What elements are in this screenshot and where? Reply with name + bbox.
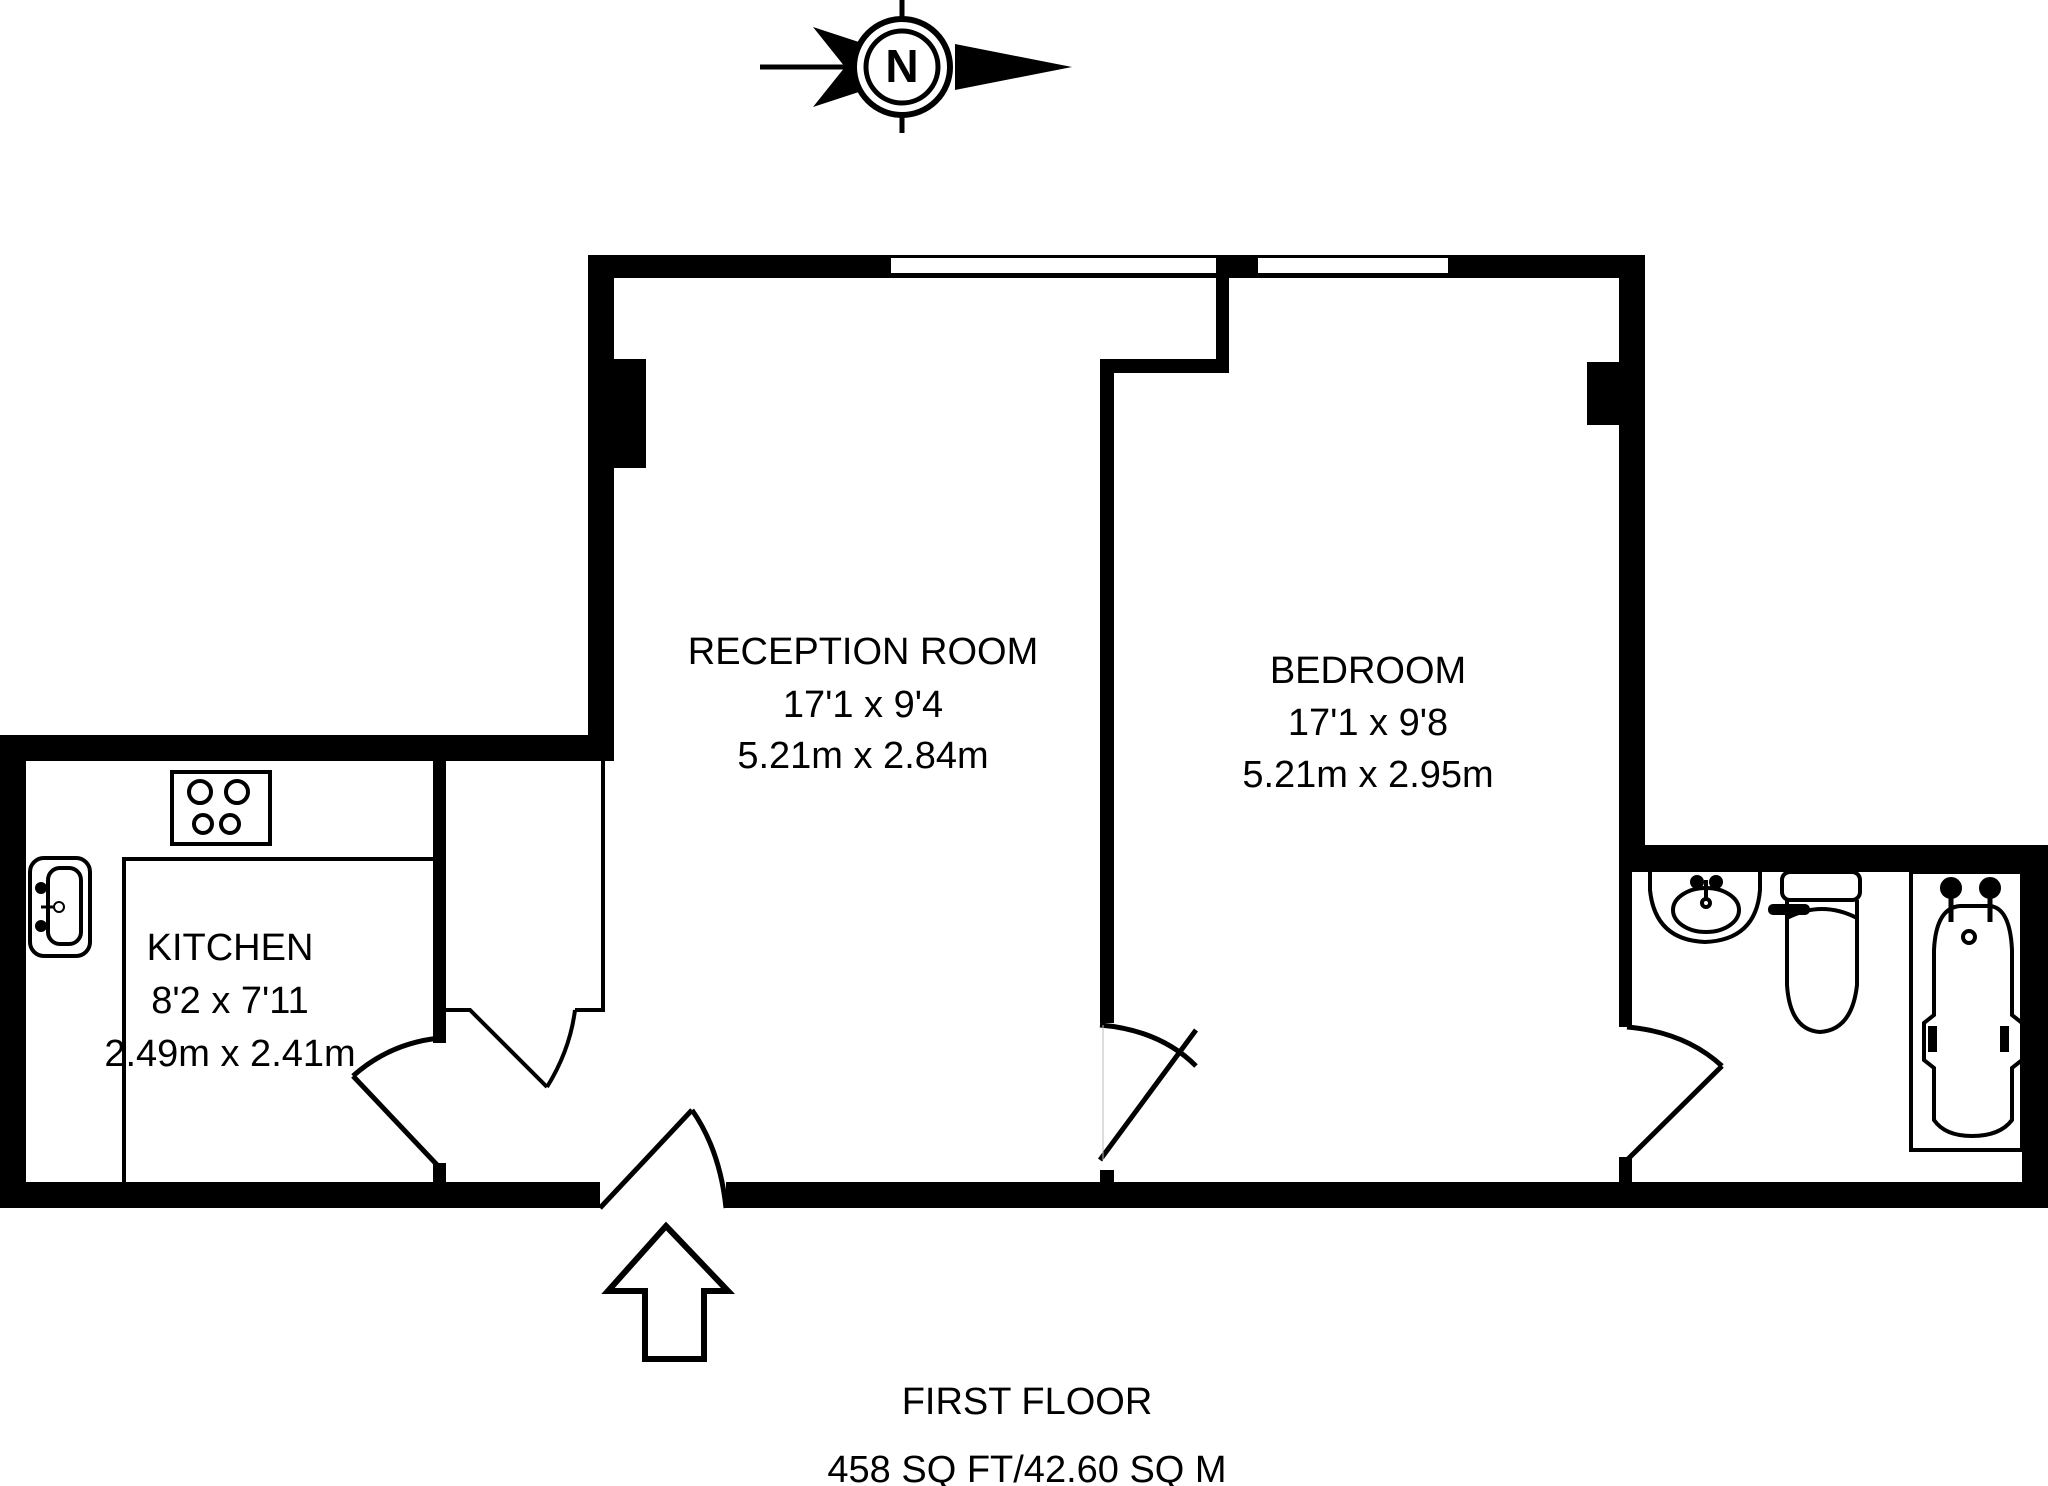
room-imperial: 17'1 x 9'8 [1288, 702, 1448, 744]
hob-icon [170, 770, 272, 846]
entrance-door[interactable] [598, 1108, 729, 1210]
window-reception [889, 256, 1218, 275]
room-label-reception: RECEPTION ROOM 17'1 x 9'4 5.21m x 2.84m [688, 631, 1038, 777]
bathtub-icon [1909, 870, 2024, 1152]
toilet-icon [1768, 870, 1862, 1035]
room-metric: 5.21m x 2.84m [737, 735, 988, 777]
room-metric: 2.49m x 2.41m [104, 1033, 355, 1075]
kitchen-door[interactable] [351, 1035, 442, 1170]
room-name: BEDROOM [1270, 650, 1466, 692]
floor-label: FIRST FLOOR [902, 1381, 1153, 1423]
hall-cupboard [446, 761, 605, 1089]
room-imperial: 8'2 x 7'11 [151, 980, 308, 1022]
bathroom-door[interactable] [1625, 1024, 1724, 1162]
room-imperial: 17'1 x 9'4 [783, 684, 943, 726]
basin-icon [1648, 872, 1762, 945]
room-name: KITCHEN [147, 927, 314, 969]
compass-letter: N [885, 40, 918, 92]
kitchen-worktop [122, 857, 433, 1183]
room-metric: 5.21m x 2.95m [1242, 754, 1493, 796]
bedroom-door[interactable] [1097, 1022, 1199, 1162]
window-bedroom [1256, 256, 1450, 275]
north-compass-icon: N [760, 0, 1072, 133]
entrance-arrow-icon [601, 1221, 736, 1362]
room-name: RECEPTION ROOM [688, 631, 1038, 673]
room-label-bedroom: BEDROOM 17'1 x 9'8 5.21m x 2.95m [1242, 650, 1493, 796]
room-label-kitchen: KITCHEN 8'2 x 7'11 2.49m x 2.41m [104, 927, 355, 1075]
kitchen-sink-icon [28, 856, 92, 958]
total-area: 458 SQ FT/42.60 SQ M [827, 1449, 1226, 1486]
